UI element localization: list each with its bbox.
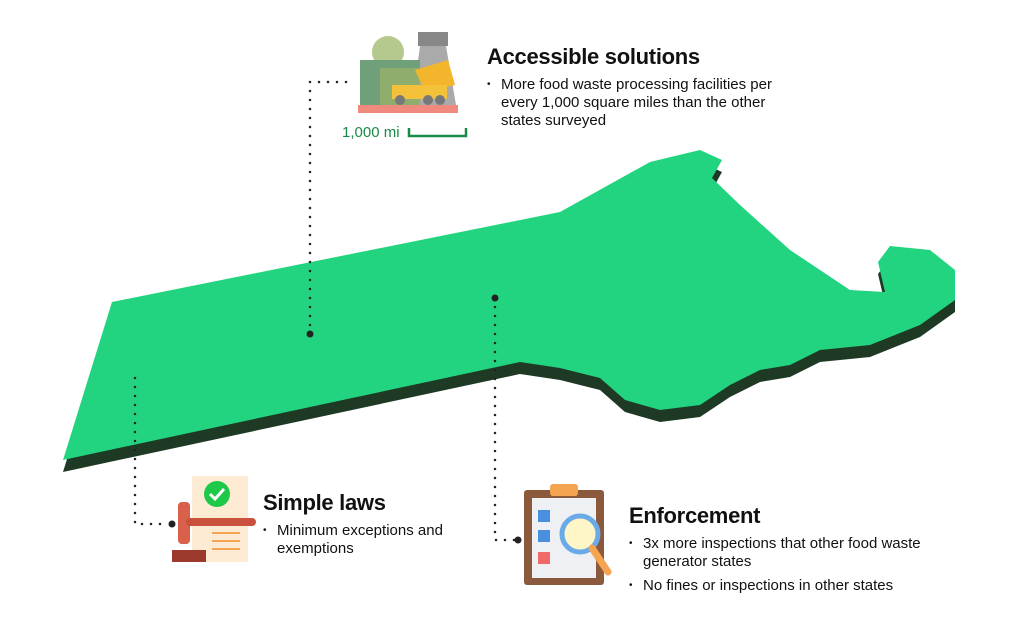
section-title: Simple laws: [263, 490, 386, 515]
bullet: 3x more inspections that other food wast…: [629, 535, 959, 571]
scale-label: 1,000 mi: [342, 124, 400, 141]
bullet: More food waste processing facilities pe…: [487, 76, 787, 130]
simple-laws-section: Simple laws Minimum exceptions and exemp…: [263, 490, 443, 564]
bullet: Minimum exceptions and exemptions: [263, 522, 443, 558]
section-title: Accessible solutions: [487, 44, 700, 69]
enforcement-section: Enforcement 3x more inspections that oth…: [629, 503, 959, 601]
scale-bar: [407, 128, 468, 138]
clipboard-magnifier-icon: [524, 484, 612, 585]
recycling-facility-icon: [358, 32, 458, 113]
section-title: Enforcement: [629, 503, 761, 528]
leader-lines: [133, 80, 522, 542]
gavel-document-icon: [172, 476, 256, 562]
map-surface: [63, 150, 955, 460]
accessible-solutions-section: Accessible solutions More food waste pro…: [487, 44, 787, 136]
bullet: No fines or inspections in other states: [629, 577, 959, 595]
